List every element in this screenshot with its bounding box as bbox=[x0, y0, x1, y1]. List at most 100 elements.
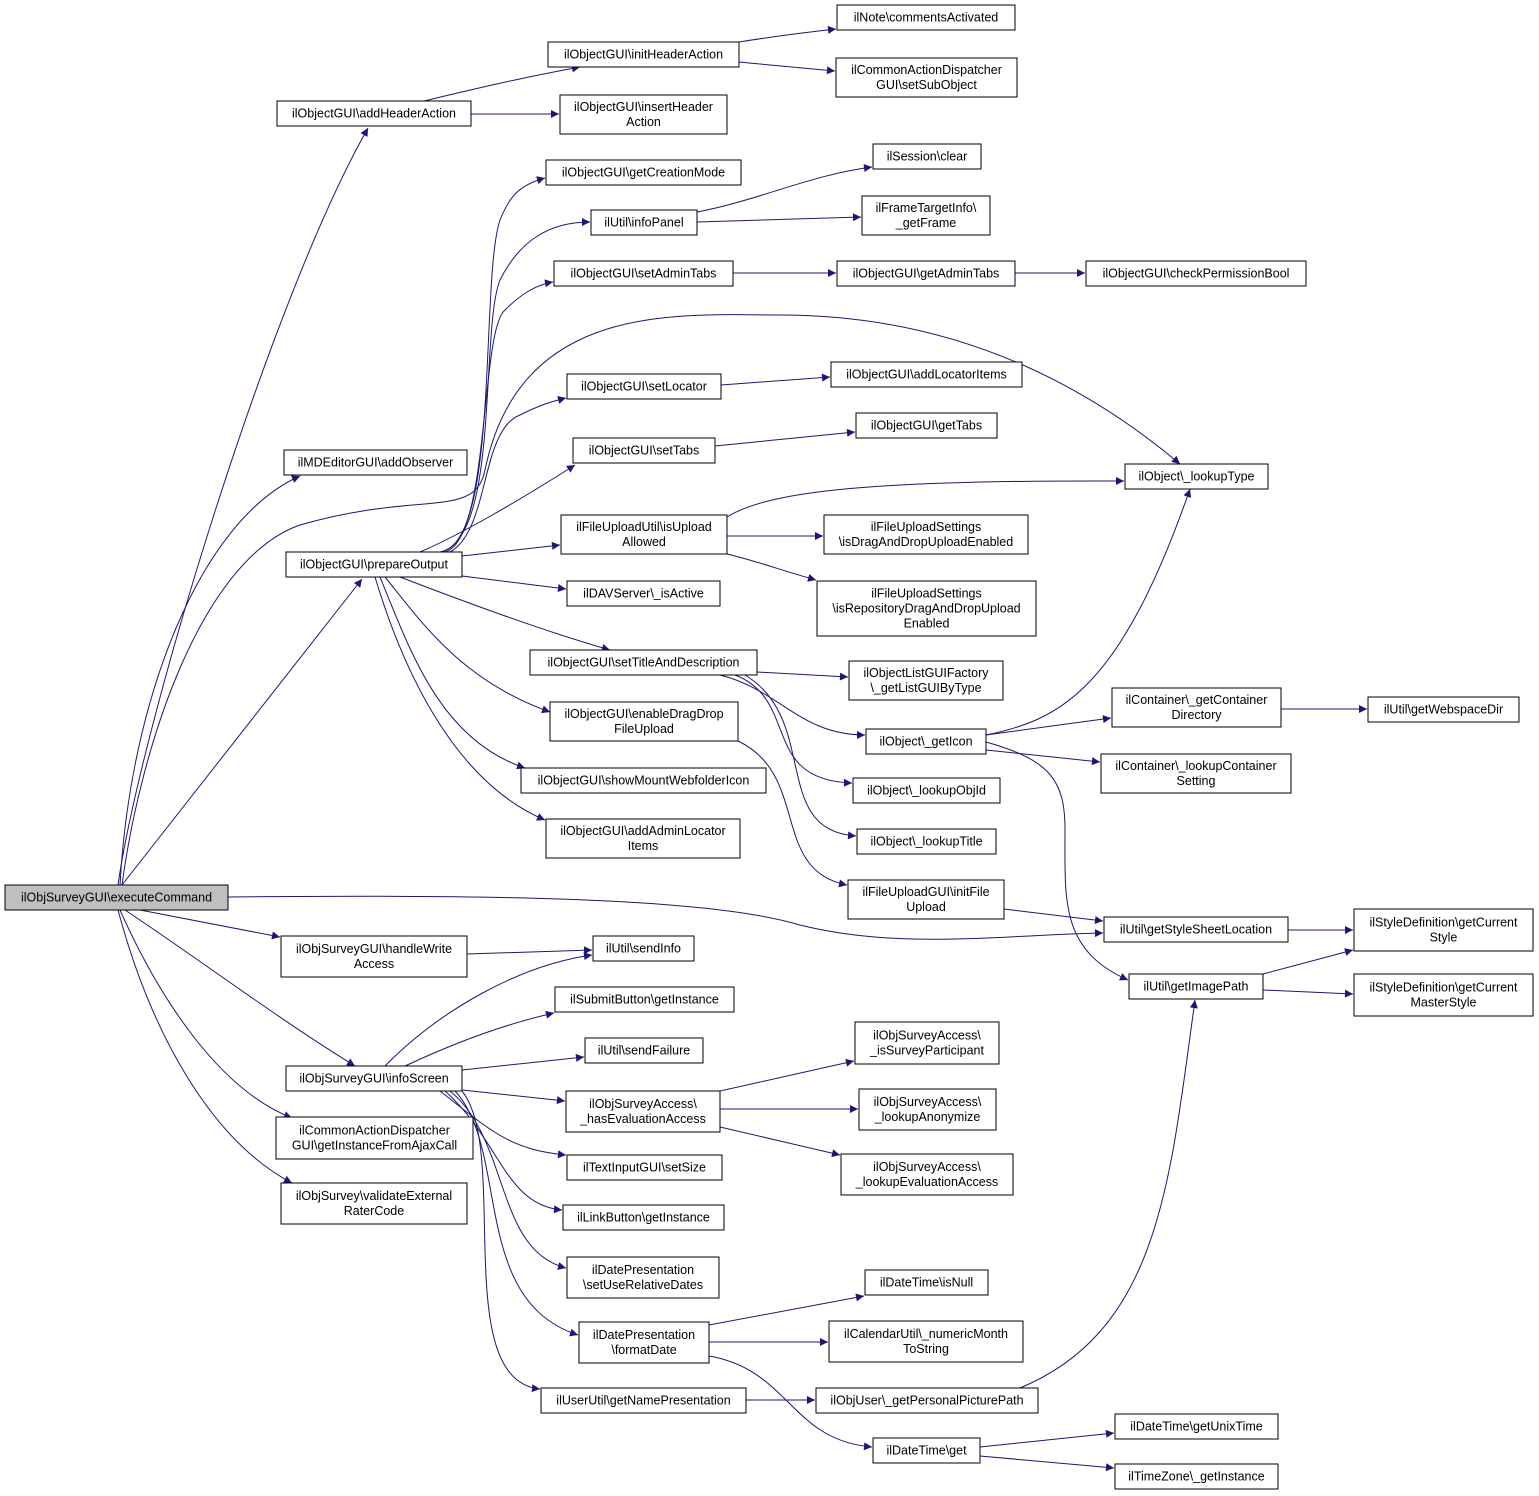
node-box bbox=[285, 1065, 463, 1092]
node-getAdminTabs[interactable]: ilObjectGUI\getAdminTabs bbox=[836, 260, 1016, 287]
node-setTitleAndDescription[interactable]: ilObjectGUI\setTitleAndDescription bbox=[529, 649, 758, 676]
node-infoPanel[interactable]: ilUtil\infoPanel bbox=[590, 209, 698, 236]
node-isActive[interactable]: ilDAVServer\_isActive bbox=[566, 580, 721, 607]
node-getTabs[interactable]: ilObjectGUI\getTabs bbox=[855, 412, 998, 439]
node-setAdminTabs[interactable]: ilObjectGUI\setAdminTabs bbox=[553, 260, 734, 287]
node-label: _hasEvaluationAccess bbox=[579, 1112, 706, 1126]
node-isDragAndDropUploadEnabled[interactable]: ilFileUploadSettings\isDragAndDropUpload… bbox=[823, 514, 1029, 555]
node-label: \_getListGUIByType bbox=[870, 681, 981, 695]
node-sendInfo[interactable]: ilUtil\sendInfo bbox=[592, 935, 695, 962]
node-label: ilObjSurveyGUI\infoScreen bbox=[299, 1072, 448, 1086]
node-setLocator[interactable]: ilObjectGUI\setLocator bbox=[566, 373, 722, 400]
edge-prepareOutput-to-getCreationMode bbox=[439, 176, 546, 553]
node-setSize[interactable]: ilTextInputGUI\setSize bbox=[566, 1154, 723, 1181]
node-lookupObjId[interactable]: ilObject\_lookupObjId bbox=[852, 777, 1001, 804]
node-lookupTitle[interactable]: ilObject\_lookupTitle bbox=[856, 828, 997, 855]
edge-setTitleAndDescription-to-getListGUIByType bbox=[756, 671, 849, 681]
node-label: ilObjectGUI\getTabs bbox=[871, 419, 982, 433]
node-linkButtonGetInstance[interactable]: ilLinkButton\getInstance bbox=[562, 1204, 725, 1231]
node-lookupType[interactable]: ilObject\_lookupType bbox=[1124, 463, 1269, 490]
node-label: ilObjectGUI\showMountWebfolderIcon bbox=[538, 774, 750, 788]
node-label: ilObjSurveyAccess\ bbox=[873, 1160, 981, 1174]
node-box bbox=[280, 1182, 468, 1225]
node-label: \isRepositoryDragAndDropUpload bbox=[832, 602, 1020, 616]
node-getNamePresentation[interactable]: ilUserUtil\getNamePresentation bbox=[540, 1387, 747, 1414]
node-isRepositoryDnD[interactable]: ilFileUploadSettings\isRepositoryDragAnd… bbox=[816, 580, 1037, 637]
node-label: Action bbox=[626, 115, 661, 129]
node-label: ilContainer\_lookupContainer bbox=[1115, 759, 1276, 773]
nodes: ilObjSurveyGUI\executeCommand ilObjectGUI… bbox=[4, 4, 1534, 1490]
node-label: ilObjectGUI\insertHeader bbox=[574, 100, 713, 114]
node-box bbox=[520, 767, 767, 794]
node-getStyleSheetLocation[interactable]: ilUtil\getStyleSheetLocation bbox=[1103, 916, 1289, 943]
node-box bbox=[560, 514, 728, 555]
node-label: _getFrame bbox=[895, 216, 956, 230]
edge-executeCommand-to-getInstanceFromAjaxCall bbox=[119, 909, 293, 1119]
edge-formatDate-to-dateTimeGet bbox=[708, 1355, 873, 1451]
node-getListGUIByType[interactable]: ilObjectListGUIFactory\_getListGUIByType bbox=[848, 660, 1004, 701]
node-prepareOutput[interactable]: ilObjectGUI\prepareOutput bbox=[285, 551, 463, 578]
node-lookupAnonymize[interactable]: ilObjSurveyAccess\_lookupAnonymize bbox=[858, 1088, 997, 1131]
node-getImagePath[interactable]: ilUtil\getImagePath bbox=[1128, 973, 1264, 1000]
node-box bbox=[565, 1090, 721, 1133]
edge-infoScreen-to-sendFailure bbox=[461, 1053, 585, 1071]
edge-getIcon-to-getContainerDirectory bbox=[985, 715, 1112, 736]
node-lookupEvaluationAccess[interactable]: ilObjSurveyAccess\_lookupEvaluationAcces… bbox=[840, 1153, 1014, 1196]
node-getCreationMode[interactable]: ilObjectGUI\getCreationMode bbox=[545, 159, 742, 186]
node-getInstanceTZ[interactable]: ilTimeZone\_getInstance bbox=[1114, 1463, 1279, 1490]
node-dateTimeGet[interactable]: ilDateTime\get bbox=[872, 1437, 981, 1464]
node-addHeaderAction[interactable]: ilObjectGUI\addHeaderAction bbox=[276, 100, 472, 127]
node-infoScreen[interactable]: ilObjSurveyGUI\infoScreen bbox=[285, 1065, 463, 1092]
node-sendFailure[interactable]: ilUtil\sendFailure bbox=[584, 1037, 704, 1064]
node-executeCommand[interactable]: ilObjSurveyGUI\executeCommand bbox=[4, 884, 229, 911]
node-getPersonalPicturePath[interactable]: ilObjUser\_getPersonalPicturePath bbox=[815, 1387, 1039, 1414]
node-sessionClear[interactable]: ilSession\clear bbox=[872, 143, 982, 170]
node-submitButtonGetInstance[interactable]: ilSubmitButton\getInstance bbox=[554, 986, 735, 1013]
node-showMountWebfolderIcon[interactable]: ilObjectGUI\showMountWebfolderIcon bbox=[520, 767, 767, 794]
node-hasEvaluationAccess[interactable]: ilObjSurveyAccess\_hasEvaluationAccess bbox=[565, 1090, 721, 1133]
edge-dateTimeGet-to-getUnixTime bbox=[979, 1429, 1115, 1448]
node-commentsActivated[interactable]: ilNote\commentsActivated bbox=[836, 4, 1016, 31]
node-box bbox=[592, 935, 695, 962]
node-label: RaterCode bbox=[344, 1204, 404, 1218]
node-getWebspaceDir[interactable]: ilUtil\getWebspaceDir bbox=[1367, 696, 1520, 723]
node-setUseRelativeDates[interactable]: ilDatePresentation\setUseRelativeDates bbox=[566, 1256, 720, 1299]
node-box bbox=[540, 1387, 747, 1414]
node-label: ilUtil\getStyleSheetLocation bbox=[1120, 923, 1272, 937]
edge-getPersonalPicturePath-to-getImagePath bbox=[1019, 999, 1198, 1389]
node-initHeaderAction[interactable]: ilObjectGUI\initHeaderAction bbox=[547, 41, 740, 68]
node-label: ilObjectGUI\addAdminLocator bbox=[560, 824, 725, 838]
node-isNull[interactable]: ilDateTime\isNull bbox=[864, 1269, 989, 1296]
node-box bbox=[830, 361, 1023, 388]
edge-prepareOutput-to-isUploadAllowed bbox=[461, 541, 561, 557]
node-box bbox=[852, 777, 1001, 804]
node-getFrame[interactable]: ilFrameTargetInfo\_getFrame bbox=[861, 195, 991, 236]
node-box bbox=[529, 649, 758, 676]
node-label: ilDateTime\get bbox=[886, 1444, 967, 1458]
node-label: \setUseRelativeDates bbox=[583, 1278, 703, 1292]
node-addLocatorItems[interactable]: ilObjectGUI\addLocatorItems bbox=[830, 361, 1023, 388]
node-getInstanceFromAjaxCall[interactable]: ilCommonActionDispatcherGUI\getInstanceF… bbox=[275, 1116, 474, 1160]
edge-handleWriteAccess-to-sendInfo bbox=[466, 946, 593, 955]
node-addObserver[interactable]: ilMDEditorGUI\addObserver bbox=[283, 449, 468, 476]
node-getIcon[interactable]: ilObject\_getIcon bbox=[865, 728, 987, 755]
node-box bbox=[566, 1154, 723, 1181]
node-getUnixTime[interactable]: ilDateTime\getUnixTime bbox=[1114, 1413, 1279, 1440]
node-setTabs[interactable]: ilObjectGUI\setTabs bbox=[572, 437, 716, 464]
node-checkPermissionBool[interactable]: ilObjectGUI\checkPermissionBool bbox=[1085, 260, 1307, 287]
node-formatDate[interactable]: ilDatePresentation\formatDate bbox=[578, 1321, 710, 1364]
node-isSurveyParticipant[interactable]: ilObjSurveyAccess\_isSurveyParticipant bbox=[854, 1021, 1000, 1065]
